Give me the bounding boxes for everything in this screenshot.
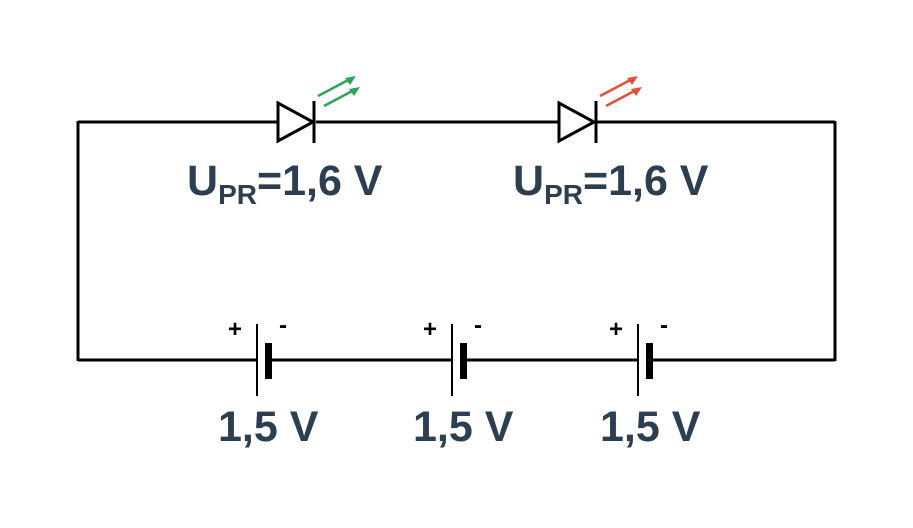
battery-plus-sign: + <box>228 316 242 343</box>
emission-arrows-icon <box>317 76 360 108</box>
battery-plus-sign: + <box>423 316 437 343</box>
led-red <box>557 76 642 144</box>
battery-3-voltage-label: 1,5 V <box>600 403 701 451</box>
battery-minus-sign: - <box>660 312 668 339</box>
battery-1-voltage-label: 1,5 V <box>218 403 319 451</box>
diode-triangle <box>276 100 317 144</box>
battery-3: + - 1,5 V <box>600 312 701 451</box>
diode-triangle <box>557 100 598 144</box>
battery-1: + - 1,5 V <box>218 312 319 451</box>
battery-negative-plate <box>460 343 467 379</box>
emission-arrows-icon <box>599 76 642 108</box>
battery-2: + - 1,5 V <box>413 312 514 451</box>
battery-minus-sign: - <box>474 312 482 339</box>
led-green <box>276 76 360 144</box>
battery-minus-sign: - <box>279 312 287 339</box>
led-1-voltage-label: UPR=1,6 V <box>187 157 383 210</box>
battery-negative-plate <box>646 343 653 379</box>
battery-plus-sign: + <box>609 316 623 343</box>
led-2-voltage-label: UPR=1,6 V <box>513 157 709 210</box>
battery-negative-plate <box>265 343 272 379</box>
circuit-wires <box>76 120 837 362</box>
battery-2-voltage-label: 1,5 V <box>413 403 514 451</box>
